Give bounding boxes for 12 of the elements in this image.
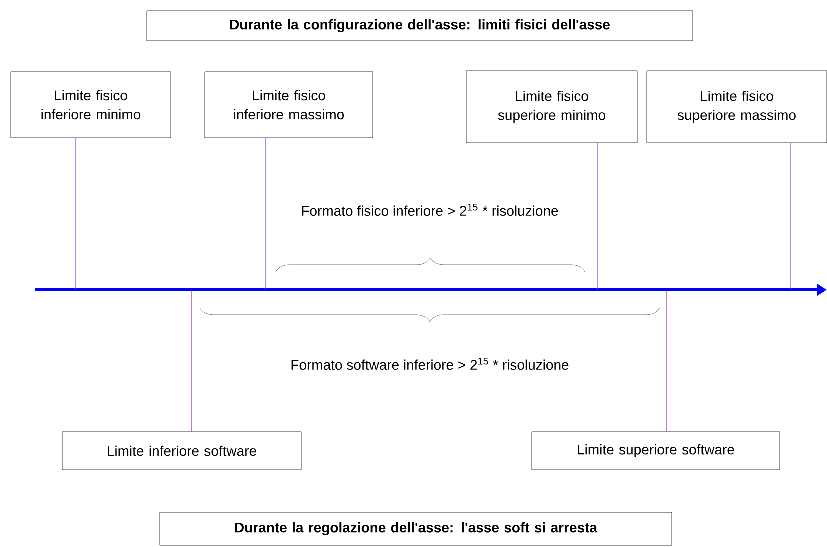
limit-box: Limite fisico superiore minimo: [466, 70, 638, 144]
leader-line: [790, 142, 792, 290]
span-label: Formato fisico inferiore > 2$^{15}$ * risoluzione: [300, 202, 560, 218]
title-box: Durante la configurazione dell'asse: limiti fisici dell'asse: [146, 10, 694, 42]
limit-box: Limite fisico superiore massimo: [646, 70, 827, 144]
limit-box: Limite fisico inferiore minimo: [10, 72, 172, 138]
span-label: Formato software inferiore > 2$^{15}$ * risoluzione: [290, 356, 570, 372]
title-box: Durante la regolazione dell'asse: l'asse soft si arresta: [160, 512, 672, 546]
limit-box: Limite superiore software: [532, 432, 780, 470]
leader-line: [666, 290, 668, 432]
limit-box: Limite fisico inferiore massimo: [204, 72, 374, 138]
limit-box: Limite inferiore software: [62, 432, 302, 470]
